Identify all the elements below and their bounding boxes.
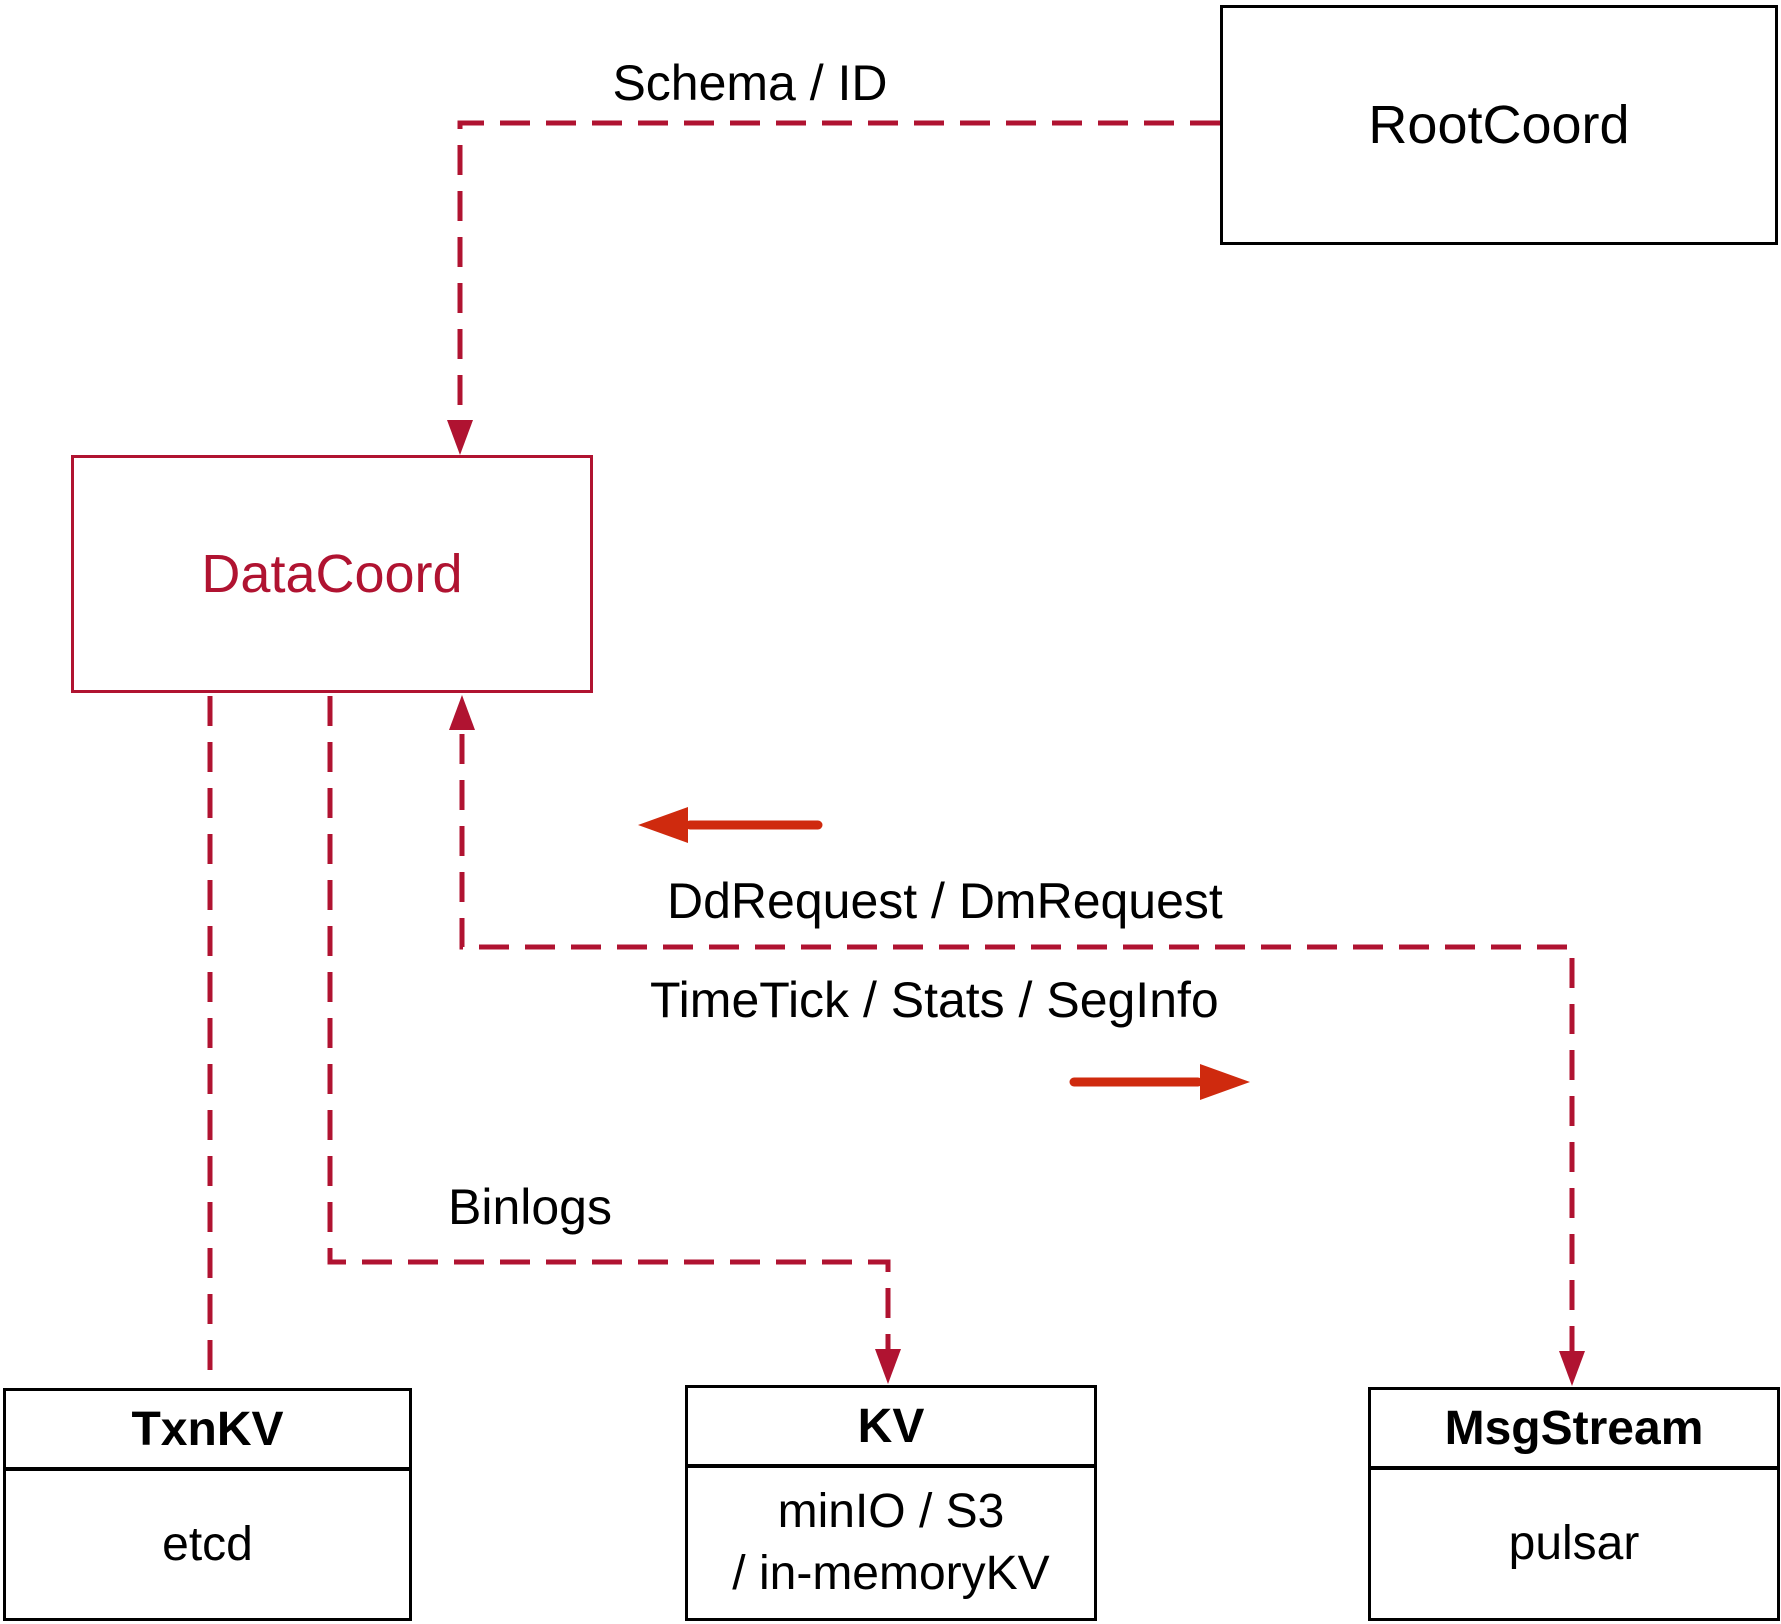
node-msgstream: MsgStream pulsar xyxy=(1368,1387,1780,1621)
kv-body: minIO / S3 / in-memoryKV xyxy=(688,1468,1094,1618)
arrow-down-icon xyxy=(875,1349,901,1384)
rootcoord-title: RootCoord xyxy=(1368,95,1630,155)
arrow-up-icon xyxy=(449,695,475,730)
kv-title: KV xyxy=(688,1388,1094,1468)
node-datacoord: DataCoord xyxy=(71,455,593,693)
edge-label-time-tick: TimeTick / Stats / SegInfo xyxy=(650,972,1219,1028)
left-direction-arrow-icon xyxy=(638,807,823,843)
binlogs-connector xyxy=(327,696,891,1366)
arrow-down-icon xyxy=(1559,1351,1585,1386)
edge-label-binlogs: Binlogs xyxy=(448,1179,612,1235)
node-kv: KV minIO / S3 / in-memoryKV xyxy=(685,1385,1097,1621)
arrow-down-icon xyxy=(447,420,473,455)
kv-body-line1: minIO / S3 xyxy=(777,1485,1005,1538)
schema-id-connector xyxy=(457,120,1220,436)
node-txnkv: TxnKV etcd xyxy=(3,1388,412,1621)
node-rootcoord: RootCoord xyxy=(1220,5,1778,245)
edge-label-schema-id: Schema / ID xyxy=(612,55,888,111)
datacoord-title: DataCoord xyxy=(201,544,463,604)
msgstream-title: MsgStream xyxy=(1371,1390,1777,1470)
msgstream-body: pulsar xyxy=(1508,1517,1640,1570)
txnkv-body: etcd xyxy=(162,1517,253,1571)
edge-label-dd-request: DdRequest / DmRequest xyxy=(667,873,1223,929)
txnkv-title: TxnKV xyxy=(6,1391,409,1471)
kv-body-line2: / in-memoryKV xyxy=(732,1547,1050,1600)
right-direction-arrow-icon xyxy=(1069,1064,1250,1100)
msgstream-connector xyxy=(459,734,1575,1366)
